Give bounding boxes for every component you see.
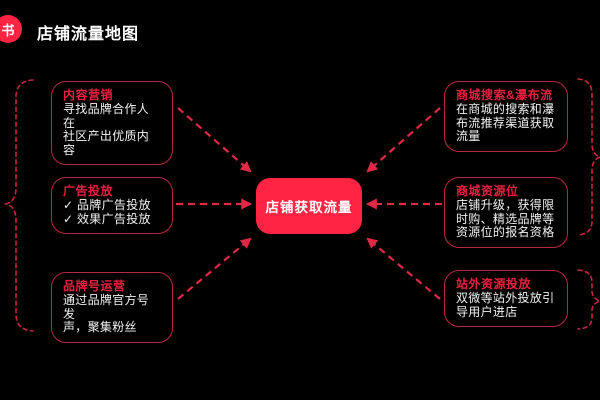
page-title: 店铺流量地图	[37, 26, 140, 43]
node-title: 商城搜索&瀑布流	[456, 88, 553, 102]
node-mall-search: 商城搜索&瀑布流 在商城的搜索和瀑 布流推荐渠道获取 流量	[444, 81, 568, 152]
header: 书 店铺流量地图	[0, 0, 600, 56]
center-node: 店铺获取流量	[256, 178, 362, 234]
node-body: 在商城的搜索和瀑 布流推荐渠道获取 流量	[456, 102, 555, 143]
arrow-offsite	[366, 237, 441, 300]
node-title: 站外资源投放	[456, 277, 532, 291]
right-brace-bottom	[577, 269, 600, 330]
center-node-label: 店铺获取流量	[265, 200, 353, 215]
node-content-marketing: 内容营销 寻找品牌合作人在 社区产出优质内容	[51, 81, 173, 165]
node-ad-placement: 广告投放 ✓ 品牌广告投放 ✓ 效果广告投放	[51, 177, 173, 234]
xiaohongshu-logo-icon: 书	[0, 15, 22, 43]
arrow-content-marketing	[177, 107, 252, 173]
node-title: 内容营销	[63, 88, 114, 102]
node-brand-account: 品牌号运营 通过品牌官方号发 声，聚集粉丝	[51, 272, 173, 343]
node-offsite-resource: 站外资源投放 双微等站外投放引 导用户进店	[444, 270, 568, 327]
node-mall-resource: 商城资源位 店铺升级，获得限 时购、精选品牌等 资源位的报名资格	[444, 177, 568, 248]
right-brace-top	[577, 78, 600, 236]
node-title: 广告投放	[63, 184, 114, 198]
logo-char: 书	[1, 22, 15, 38]
node-body: 店铺升级，获得限 时购、精选品牌等 资源位的报名资格	[456, 198, 555, 239]
node-title: 品牌号运营	[63, 279, 126, 293]
node-body: 通过品牌官方号发 声，聚集粉丝	[63, 293, 150, 334]
left-brace	[3, 79, 34, 332]
node-title: 商城资源位	[456, 184, 519, 198]
node-body: 双微等站外投放引 导用户进店	[456, 291, 555, 319]
node-body: ✓ 品牌广告投放 ✓ 效果广告投放	[63, 198, 151, 226]
node-body: 寻找品牌合作人在 社区产出优质内容	[63, 102, 150, 157]
arrow-mall-search	[366, 107, 441, 173]
arrow-brand-account	[177, 237, 252, 300]
